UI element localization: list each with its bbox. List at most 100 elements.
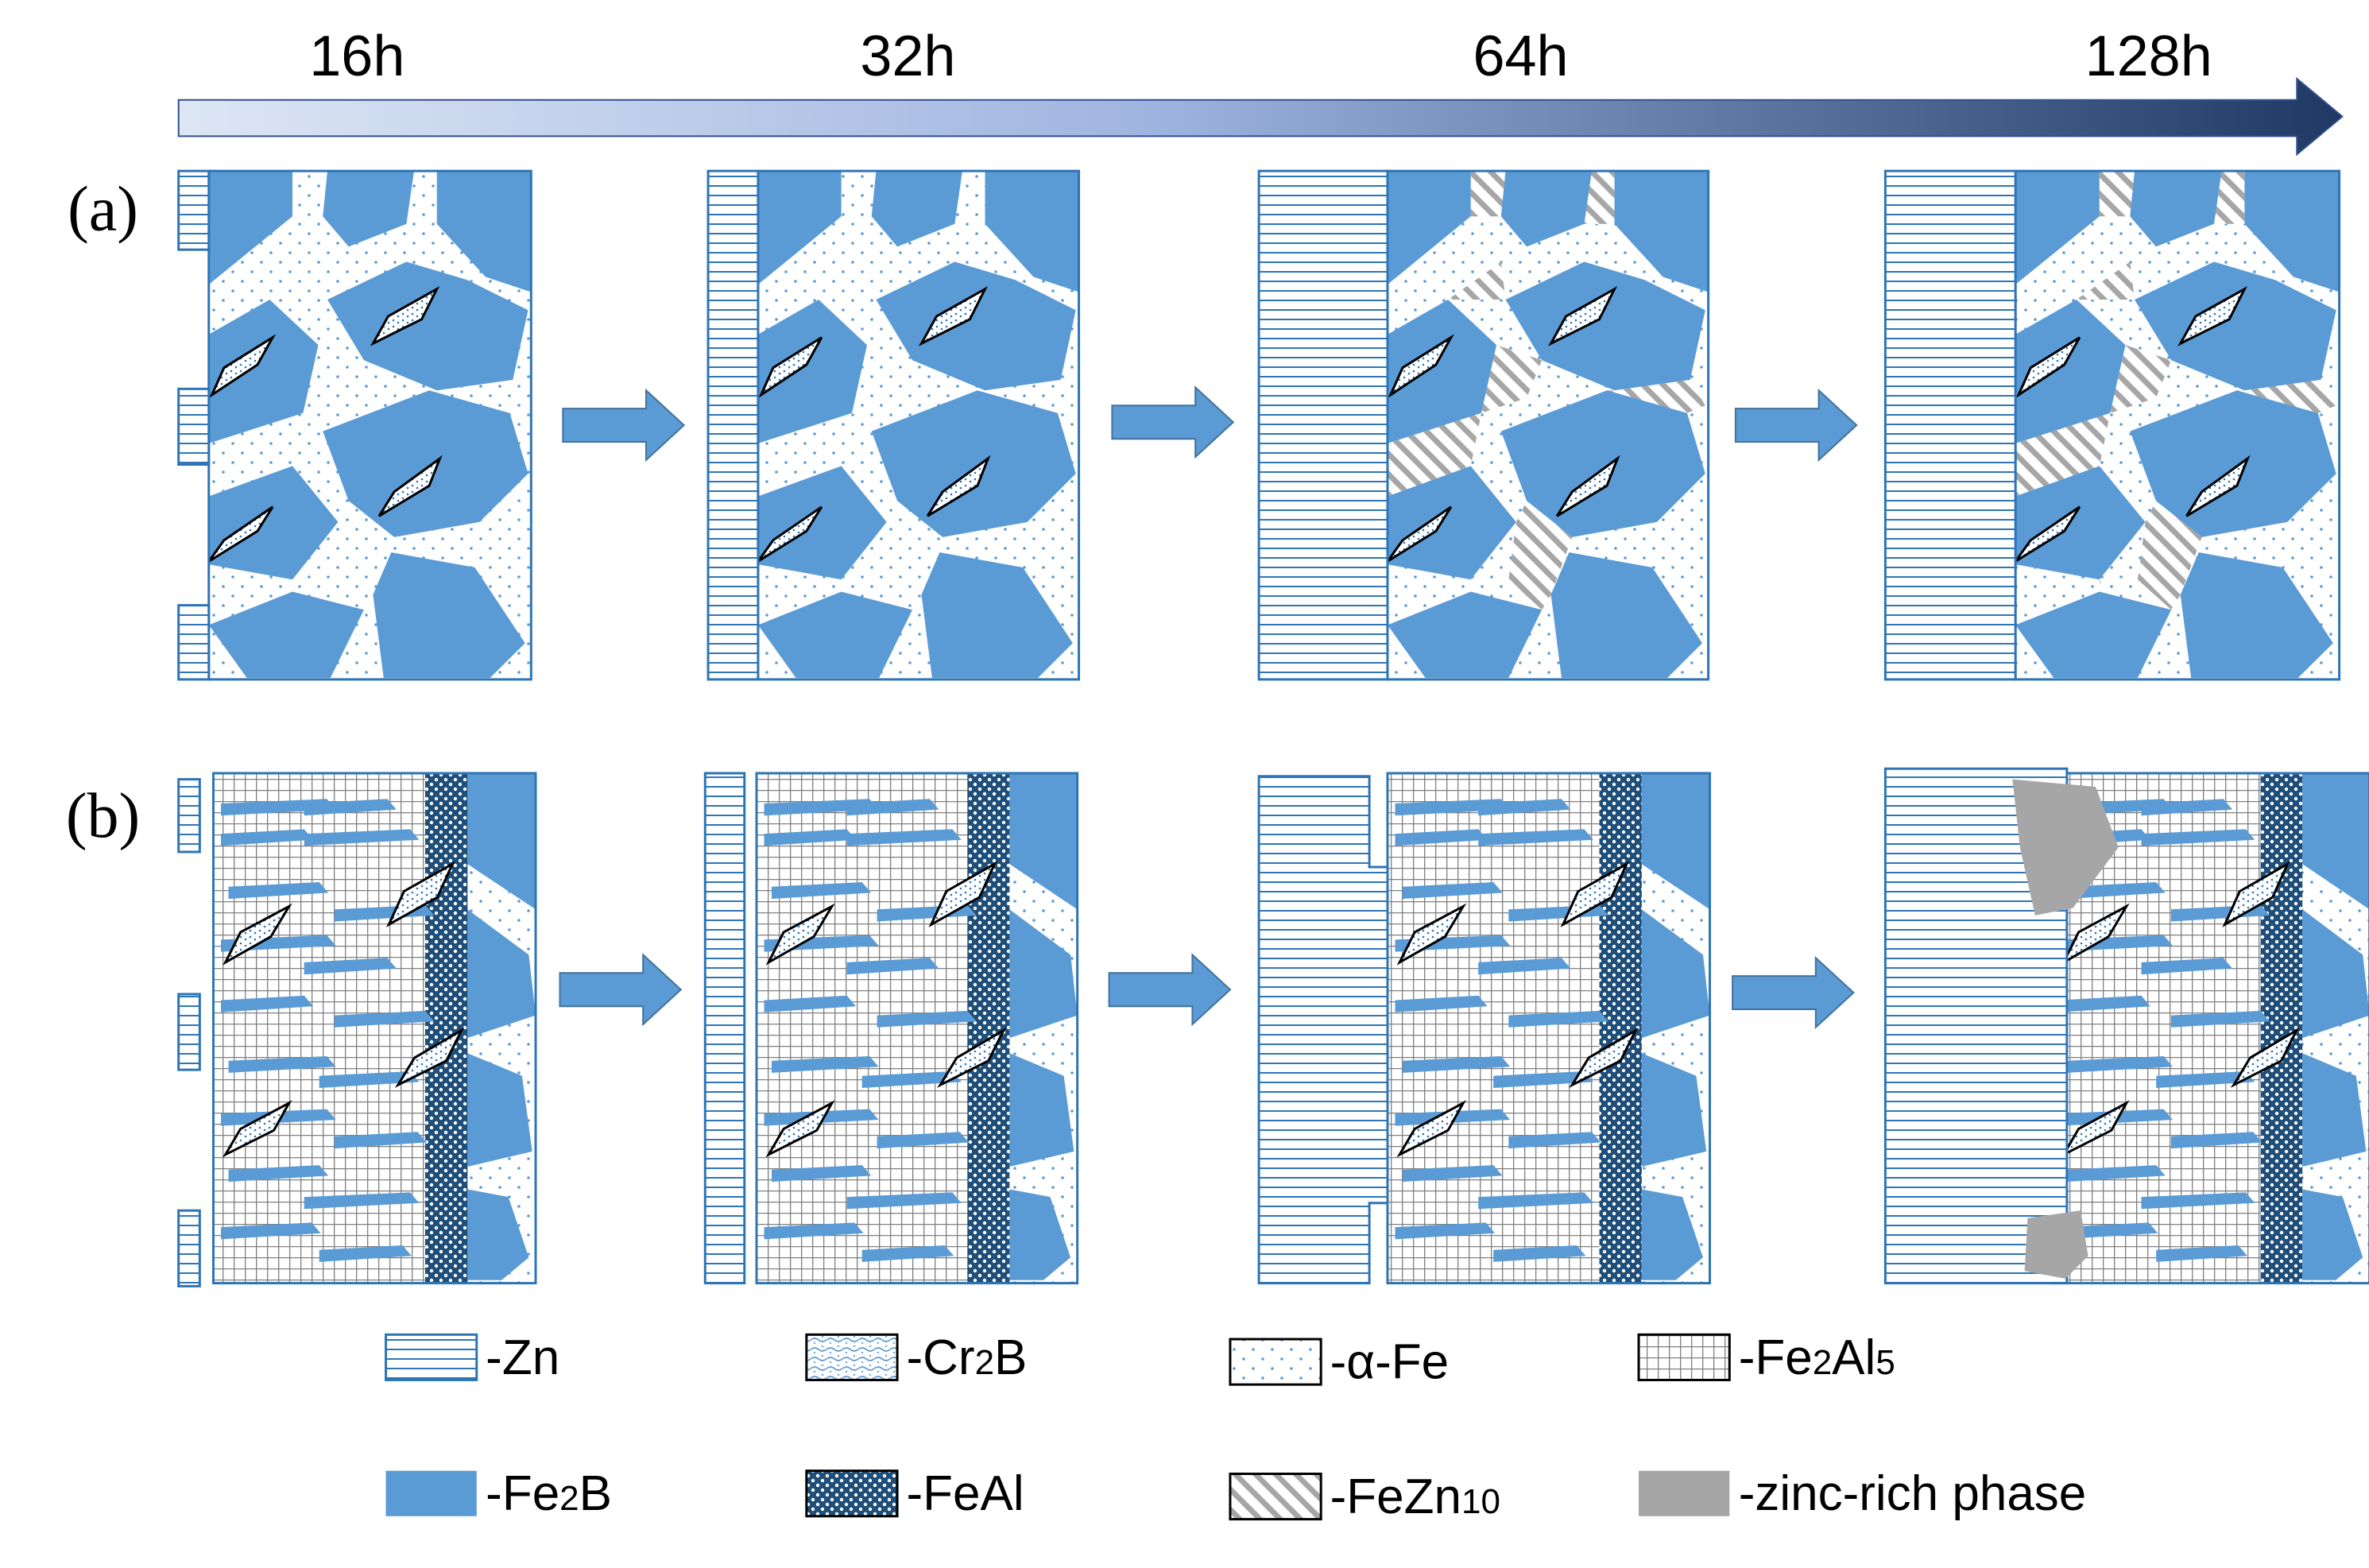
fe2b-finger bbox=[2141, 799, 2233, 816]
fe2b-grain bbox=[921, 552, 1073, 678]
row-b-panels bbox=[177, 767, 2369, 1287]
fe2b-finger bbox=[861, 1245, 954, 1262]
cr2b-inclusion bbox=[765, 1100, 835, 1158]
fe2b-finger bbox=[772, 882, 872, 899]
cr2b-inclusion bbox=[2185, 455, 2251, 517]
step-arrow bbox=[1732, 955, 1855, 1030]
fe2b-grain bbox=[757, 300, 867, 443]
legend-item-zn: -Zn bbox=[385, 1330, 559, 1385]
fe2b-finger bbox=[877, 1010, 977, 1028]
fe2b-finger bbox=[304, 799, 397, 816]
fe2b-grain bbox=[1388, 300, 1497, 443]
cr2b-inclusion bbox=[1388, 334, 1455, 399]
fe2b-finger bbox=[1395, 1222, 1496, 1240]
cr2b-inclusion bbox=[377, 455, 443, 517]
legend-label: -α-Fe bbox=[1330, 1335, 1450, 1390]
fe2b-grain bbox=[871, 171, 962, 247]
fe2b-grain bbox=[2015, 591, 2172, 678]
fe2b-finger bbox=[764, 799, 879, 816]
feal-layer bbox=[967, 772, 1010, 1283]
fe2b-finger bbox=[319, 1071, 420, 1088]
cr2b-inclusion bbox=[2222, 861, 2290, 927]
fe2b-grain bbox=[1614, 171, 1709, 292]
fe2b-grain bbox=[2180, 552, 2333, 678]
legend-item-alpha-fe: -α-Fe bbox=[1229, 1335, 1450, 1390]
fe2b-grain bbox=[2015, 466, 2146, 580]
fe2b-grain bbox=[757, 171, 842, 285]
fe2b-grain bbox=[757, 591, 913, 678]
zn-coating bbox=[703, 772, 746, 1285]
cr2b-inclusion bbox=[937, 1027, 1007, 1088]
cr2b-inclusion bbox=[1547, 285, 1618, 347]
fe2b-grain bbox=[1641, 1053, 1707, 1167]
fezn10-region bbox=[1607, 379, 1705, 413]
fe2b-grain bbox=[323, 390, 528, 537]
cr2b-inclusion bbox=[223, 903, 292, 966]
zn-coating bbox=[706, 169, 760, 681]
cr2b-inclusion bbox=[765, 903, 835, 966]
legend-label: -FeAl bbox=[906, 1466, 1024, 1521]
step-arrow bbox=[562, 388, 686, 463]
fe2b-finger bbox=[846, 829, 962, 846]
fe2b-grain bbox=[871, 390, 1076, 537]
fezn10-region bbox=[1508, 501, 1573, 610]
fe2b-grain bbox=[2135, 261, 2336, 391]
cr2b-inclusion bbox=[370, 286, 440, 347]
fezn10-region bbox=[1584, 171, 1615, 224]
fe2b-finger bbox=[221, 799, 336, 816]
fe2b-finger bbox=[1478, 1192, 1593, 1210]
fe2b-finger bbox=[1508, 1132, 1601, 1149]
fe2b-grain bbox=[323, 171, 414, 247]
fe2b-grain bbox=[467, 1189, 529, 1280]
substrate-outline bbox=[755, 772, 1079, 1285]
cr2b-inclusion bbox=[2230, 1027, 2300, 1088]
step-arrow bbox=[1734, 388, 1858, 463]
fe2b-grain bbox=[2244, 171, 2340, 292]
cr2b-inclusion bbox=[928, 861, 997, 927]
fe2b-finger bbox=[2066, 1056, 2173, 1073]
fezn10-region bbox=[2015, 412, 2111, 497]
fe2b-finger bbox=[221, 995, 314, 1012]
fe2b-grain bbox=[876, 261, 1076, 391]
fe2b-finger bbox=[2141, 1192, 2255, 1210]
step-arrow bbox=[559, 953, 683, 1027]
fe2b-grain bbox=[467, 772, 536, 910]
zn-coating-segment bbox=[177, 993, 201, 1071]
fe2b-finger bbox=[228, 882, 329, 899]
zinc-rich-phase bbox=[2024, 1210, 2088, 1279]
feal-layer bbox=[425, 772, 468, 1283]
fe2b-grain bbox=[2302, 1189, 2363, 1280]
fe2b-finger bbox=[2141, 958, 2233, 975]
fe2b-finger bbox=[304, 958, 397, 975]
legend-item-feal: -FeAl bbox=[805, 1466, 1024, 1521]
cr2b-inclusion bbox=[2060, 1100, 2130, 1158]
fe2b-finger bbox=[1395, 995, 1488, 1012]
fe2b-finger bbox=[1478, 958, 1571, 975]
fe2b-finger bbox=[861, 1071, 962, 1088]
fezn10-region bbox=[1481, 345, 1543, 413]
fe2b-grain bbox=[436, 171, 532, 292]
legend-swatch bbox=[385, 1470, 477, 1516]
fe2b-finger bbox=[1508, 1010, 1608, 1028]
fe2b-finger bbox=[334, 1010, 435, 1028]
zn-coating-segment bbox=[177, 387, 211, 467]
fe2b-grain bbox=[1641, 1189, 1703, 1280]
fe2b-finger bbox=[304, 829, 420, 846]
legend-item-fezn10: -FeZn10 bbox=[1229, 1469, 1500, 1524]
fe2b-grain bbox=[1009, 1053, 1074, 1167]
fe2b-grain bbox=[373, 552, 525, 678]
zn-coating-segment bbox=[177, 1209, 201, 1287]
legend-item-fe2al5: -Fe2Al5 bbox=[1637, 1330, 1895, 1385]
fe2b-finger bbox=[764, 995, 857, 1012]
panel-b-2 bbox=[703, 772, 1079, 1285]
panel-a-1 bbox=[177, 169, 532, 681]
fe2b-finger bbox=[1403, 882, 1503, 899]
fe2b-finger bbox=[228, 1165, 329, 1182]
cr2b-inclusion bbox=[1555, 455, 1620, 517]
panel-b-4 bbox=[1883, 767, 2369, 1285]
fe2b-finger bbox=[1403, 1056, 1511, 1073]
fe2b-finger bbox=[764, 1222, 864, 1240]
cr2b-inclusion bbox=[1569, 1027, 1639, 1088]
fe2b-grain bbox=[1505, 261, 1705, 391]
